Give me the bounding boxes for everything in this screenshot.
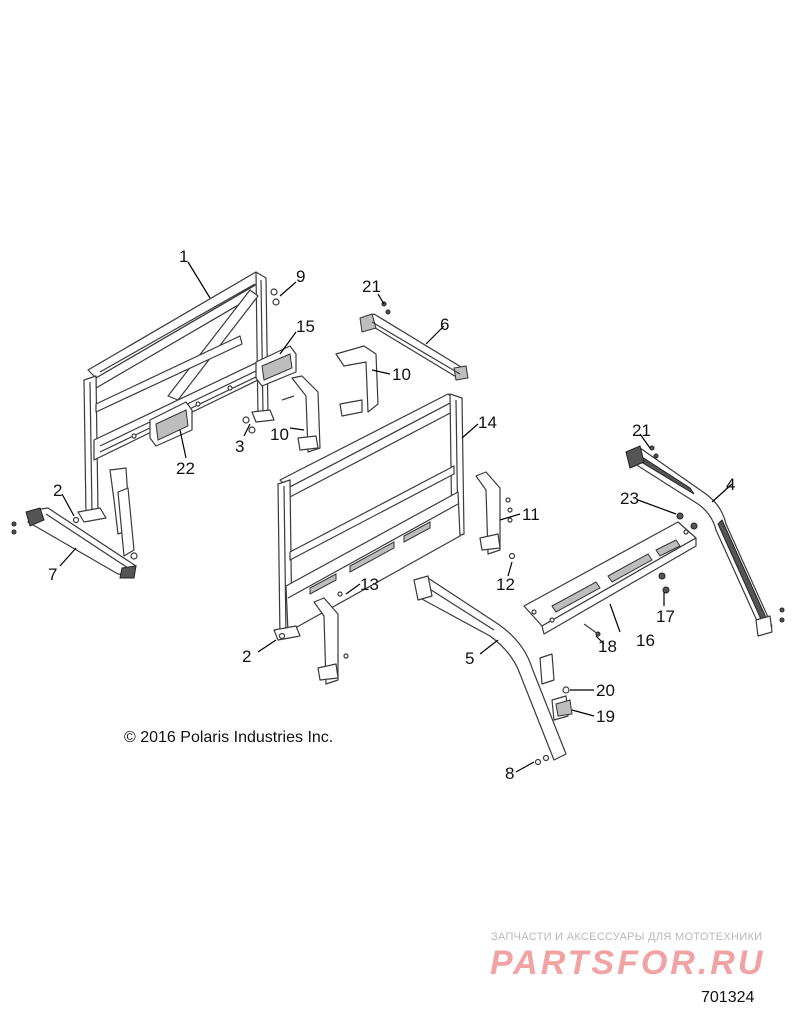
callout-7: 7 [48, 565, 57, 584]
callout-1: 1 [179, 247, 188, 266]
part-12-fastener [508, 552, 516, 560]
part-15-handle [255, 345, 297, 387]
part-18-fastener [583, 623, 601, 637]
part-11-bracket [475, 471, 513, 555]
part-22-handle [149, 401, 193, 447]
callout-23: 23 [620, 489, 639, 508]
callout-20: 20 [596, 681, 615, 700]
part-21-bolts-upper [381, 301, 391, 315]
part-1-front-frame [77, 271, 275, 535]
callout-10-left: 10 [270, 425, 289, 444]
fasteners-3 [242, 395, 295, 434]
callout-6: 6 [440, 315, 449, 334]
callout-18: 18 [598, 637, 617, 656]
callout-14: 14 [478, 413, 497, 432]
callout-16: 16 [636, 631, 655, 650]
callout-2-lower: 2 [242, 647, 251, 666]
part-20-washer [562, 686, 570, 694]
callout-15: 15 [296, 317, 315, 336]
callout-5: 5 [465, 649, 474, 668]
callout-22: 22 [176, 459, 195, 478]
watermark-logo: PARTSFOR.RU [490, 944, 766, 982]
part-19-clamp [555, 699, 573, 717]
copyright-notice: © 2016 Polaris Industries Inc. [124, 729, 334, 746]
part-10-bracket-upper [335, 345, 379, 417]
part-bracket-lower-left [117, 487, 138, 560]
callout-21-right: 21 [632, 421, 651, 440]
diagram-number: 701324 [701, 989, 755, 1006]
callout-11: 11 [522, 505, 540, 524]
part-14-rear-frame [273, 393, 465, 641]
callout-19: 19 [596, 707, 615, 726]
part-2-bolts [72, 516, 286, 640]
part-16-panel [523, 521, 697, 635]
callout-2-left: 2 [53, 481, 62, 500]
part-6-bar [359, 313, 469, 381]
callout-3: 3 [235, 437, 244, 456]
callout-9: 9 [296, 267, 305, 286]
callout-13: 13 [360, 575, 379, 594]
part-4-tube [625, 445, 785, 637]
part-23-grommets [676, 512, 698, 530]
callout-10-upper: 10 [392, 365, 411, 384]
part-8-bolts [534, 754, 550, 766]
callout-8: 8 [505, 764, 514, 783]
callout-labels: 1 9 15 3 22 10 10 21 6 14 11 12 13 2 5 2… [48, 247, 735, 783]
callout-17: 17 [656, 607, 675, 626]
watermark-caption: ЗАПЧАСТИ И АКСЕССУАРЫ ДЛЯ МОТОТЕХНИКИ [491, 931, 763, 943]
part-10-bracket-left [291, 375, 321, 453]
callout-4: 4 [726, 475, 735, 494]
part-13-bracket [313, 591, 349, 685]
callout-12: 12 [496, 575, 515, 594]
part-17-clips [658, 572, 670, 594]
leader-lines [59, 261, 733, 773]
fasteners-9 [270, 288, 280, 306]
callout-21-upper: 21 [362, 277, 381, 296]
part-7-tube [11, 507, 137, 579]
